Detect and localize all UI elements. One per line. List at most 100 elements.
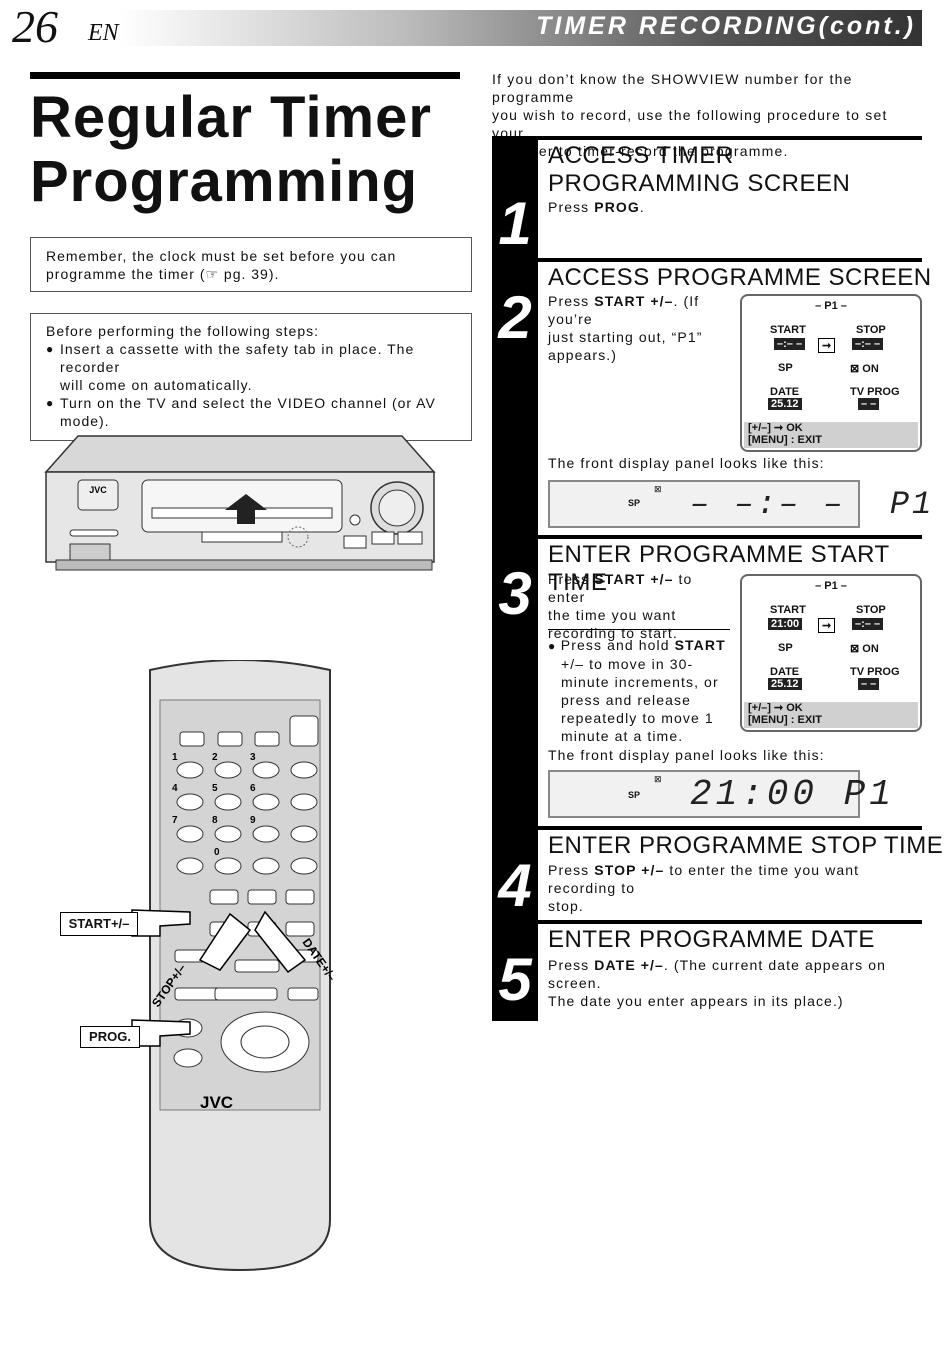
remote-digit-label: 8 (212, 815, 218, 826)
front-display-value: 21:00 P1 (690, 774, 895, 815)
prog-callout: PROG. (80, 1026, 140, 1048)
osd-date-label: DATE (770, 386, 800, 398)
step-2-rule (538, 258, 922, 262)
step-1-heading-line: ACCESS TIMER (548, 142, 734, 169)
section-title: TIMER RECORDING(cont.) (536, 12, 916, 40)
osd-screen-program-b: – P1 – START 21:00 ➞ STOP –:– – SP ⊠ ON … (740, 574, 922, 732)
prerequisites-note: Before performing the following steps: I… (30, 313, 472, 441)
step-5-text: Press DATE +/–. (The current date appear… (548, 957, 887, 1009)
remote-digit-label: 2 (212, 752, 218, 763)
front-display-panel-b: SP ⊠ 21:00 P1 (548, 770, 891, 818)
osd-tvprog-label: TV PROG (850, 386, 900, 398)
step-3-panel-caption: The front display panel looks like this: (548, 747, 825, 763)
step-4-heading: ENTER PROGRAMME STOP TIME (548, 832, 944, 859)
osd-date-label: DATE (770, 666, 800, 678)
front-display-value: – –:– – P1 (690, 486, 935, 523)
vps-icon: ⊠ (654, 774, 662, 784)
header-bar (120, 10, 922, 46)
osd-tvprog-value: – – (858, 678, 880, 690)
remote-digit-label: 7 (172, 815, 178, 826)
language-tag: EN (88, 20, 119, 46)
step-3-number: 3 (498, 560, 532, 627)
remote-control-illustration: 1 2 3 4 5 6 7 8 9 0 JVC STOP+/– DATE+/– (131, 660, 339, 1272)
step-4-number: 4 (498, 852, 532, 919)
step-4-text: Press STOP +/– to enter the time you wan… (548, 862, 860, 914)
title-rule (30, 72, 460, 79)
osd-screen-program-a: – P1 – START –:– – ➞ STOP –:– – SP ⊠ ON … (740, 294, 922, 452)
osd-start-value: 21:00 (768, 618, 803, 630)
step-1-number: 1 (498, 190, 532, 257)
page-title-line1: Regular Timer (30, 85, 432, 150)
vcr-brand-logo: JVC (89, 485, 107, 495)
step-4-rule (538, 826, 922, 830)
step-5-rule (538, 920, 922, 924)
step-1-text: Press PROG. (548, 199, 645, 215)
prerequisite-text: will come on automatically. (60, 377, 253, 393)
prerequisite-text: Turn on the TV and select the VIDEO chan… (60, 395, 436, 429)
page-title-line2: Programming (30, 149, 419, 214)
remote-digit-label: 0 (214, 847, 220, 858)
remote-digit-label: 9 (250, 815, 256, 826)
arrow-icon: ➞ (818, 618, 836, 633)
page-number: 26 (12, 1, 58, 52)
step-3-heading: ENTER PROGRAMME START TIME (548, 541, 890, 596)
step-2-heading: ACCESS PROGRAMME SCREEN (548, 264, 932, 291)
osd-stop-value: –:– – (852, 618, 884, 630)
intro-line: If you don’t know the SHOWVIEW number fo… (492, 71, 853, 105)
intro-line: recorder to timer-record the programme. (492, 143, 789, 159)
osd-footer: [+/–] ➞ OK[MENU] : EXIT (744, 422, 918, 448)
osd-speed: SP (778, 362, 793, 374)
step-2-text: Press START +/–. (If you’re just startin… (548, 293, 703, 363)
clock-note-line1: Remember, the clock must be set before y… (46, 248, 397, 264)
osd-program-label: – P1 – (815, 300, 847, 312)
arrow-icon: ➞ (818, 338, 836, 353)
step-1-heading-line: PROGRAMMING SCREEN (548, 170, 851, 197)
vcr-illustration: JVC (44, 435, 436, 571)
osd-vps: ⊠ ON (850, 643, 879, 655)
step-2-number: 2 (498, 284, 532, 351)
step-3-rule (538, 535, 922, 539)
remote-brand-logo: JVC (200, 1093, 233, 1112)
step-1-rule (538, 136, 922, 140)
step-number-bar: 1 2 3 4 5 (492, 136, 538, 1021)
step-1-heading: ACCESS TIMER PROGRAMMING SCREEN (548, 142, 850, 198)
osd-start-label: START (770, 604, 806, 616)
prerequisite-item: Turn on the TV and select the VIDEO chan… (46, 394, 456, 430)
osd-vps: ⊠ ON (850, 363, 879, 375)
clock-note-line2: programme the timer (☞ pg. 39). (46, 266, 280, 282)
step-5-heading: ENTER PROGRAMME DATE (548, 926, 875, 953)
osd-date-value: 25.12 (768, 398, 802, 410)
step-2-panel-caption: The front display panel looks like this: (548, 455, 825, 471)
remote-digit-label: 4 (172, 783, 178, 794)
front-display-panel-a: SP ⊠ – –:– – P1 (548, 480, 931, 528)
step-5-number: 5 (498, 946, 532, 1013)
intro-paragraph: If you don’t know the SHOWVIEW number fo… (492, 70, 912, 160)
osd-tvprog-value: – – (858, 398, 880, 410)
front-display-speed: SP (628, 498, 641, 508)
osd-footer: [+/–] ➞ OK[MENU] : EXIT (744, 702, 918, 728)
osd-stop-label: STOP (856, 324, 886, 336)
page-title: Regular Timer Programming (30, 86, 432, 214)
step-3-bullet: ● Press and hold START +/– to move in 30… (548, 637, 726, 744)
osd-start-value: –:– – (774, 338, 806, 350)
step-3-text: Press START +/– to enter the time you wa… (548, 571, 693, 641)
front-display-speed: SP (628, 790, 641, 800)
start-callout: START+/– (60, 912, 138, 936)
osd-speed: SP (778, 642, 793, 654)
clock-note: Remember, the clock must be set before y… (30, 237, 472, 292)
remote-digit-label: 6 (250, 783, 256, 794)
osd-date-value: 25.12 (768, 678, 802, 690)
osd-stop-value: –:– – (852, 338, 884, 350)
osd-stop-label: STOP (856, 604, 886, 616)
prerequisite-text: Insert a cassette with the safety tab in… (60, 341, 415, 375)
osd-program-label: – P1 – (815, 580, 847, 592)
vps-icon: ⊠ (654, 484, 662, 494)
remote-digit-label: 3 (250, 752, 256, 763)
prerequisites-heading: Before performing the following steps: (46, 323, 320, 339)
divider (548, 629, 730, 630)
osd-start-label: START (770, 324, 806, 336)
osd-tvprog-label: TV PROG (850, 666, 900, 678)
remote-digit-label: 1 (172, 752, 178, 763)
remote-digit-label: 5 (212, 783, 218, 794)
prerequisite-item: Insert a cassette with the safety tab in… (46, 340, 456, 394)
